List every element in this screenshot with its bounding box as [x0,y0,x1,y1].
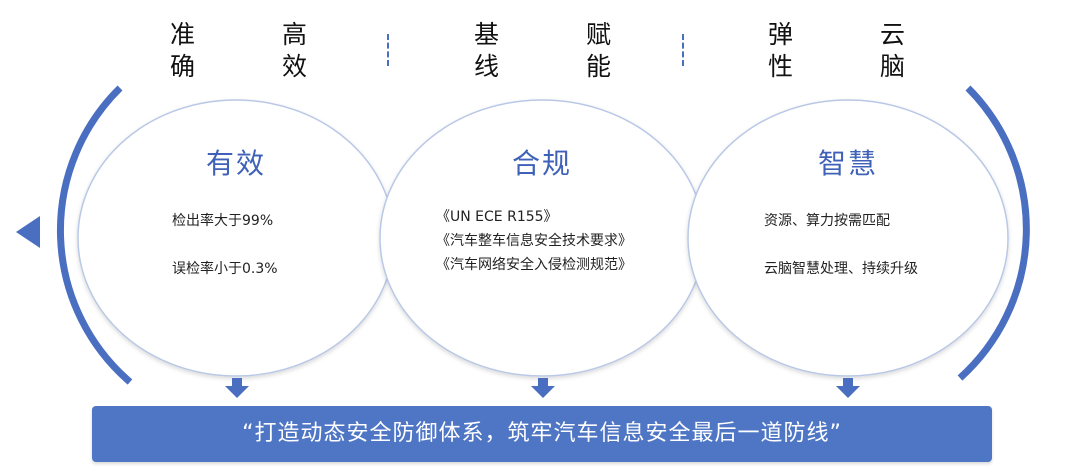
circle-2-line-3: 《汽车网络安全入侵检测规范》 [436,257,632,273]
circle-3-line-2: 云脑智慧处理、持续升级 [764,261,918,277]
header-separator-1 [387,34,389,66]
header-3-left-top: 弹 [768,20,795,49]
header-1-left-bottom: 确 [170,52,197,81]
header-group-3: 弹 性 云 脑 [768,20,908,84]
header-1-right-bottom: 效 [282,52,309,81]
down-arrow-1 [225,378,249,398]
header-3-right-top: 云 [880,20,907,49]
circle-2-title: 合规 [511,147,572,180]
circle-1-title: 有效 [205,147,266,180]
circle-3-title: 智慧 [817,147,878,180]
header-3-left-bottom: 性 [768,52,795,81]
header-group-2: 基 线 赋 能 [474,20,614,84]
left-arrowhead [16,216,40,248]
down-arrow-3 [836,378,860,398]
circle-smart [687,99,1009,377]
circle-2-line-2: 《汽车整车信息安全技术要求》 [436,233,632,249]
header-2-left-top: 基 [474,20,501,49]
header-group-1: 准 确 高 效 [170,20,310,84]
right-cycle-arc [957,85,1030,381]
circle-1-line-1: 检出率大于99% [172,213,274,229]
slogan-banner: “打造动态安全防御体系，筑牢汽车信息安全最后一道防线” [92,406,992,462]
header-2-left-bottom: 线 [474,52,501,81]
header-2-right-top: 赋 [586,20,613,49]
circle-1-line-2: 误检率小于0.3% [172,261,278,277]
header-1-left-top: 准 [170,20,197,49]
header-2-right-bottom: 能 [586,52,613,81]
down-arrow-2 [531,378,555,398]
left-cycle-arc [56,85,133,385]
header-separator-2 [682,34,684,66]
circle-3-line-1: 资源、算力按需匹配 [764,213,890,229]
header-1-right-top: 高 [282,20,309,49]
circle-2-line-1: 《UN ECE R155》 [436,209,558,225]
header-3-right-bottom: 脑 [880,52,907,81]
